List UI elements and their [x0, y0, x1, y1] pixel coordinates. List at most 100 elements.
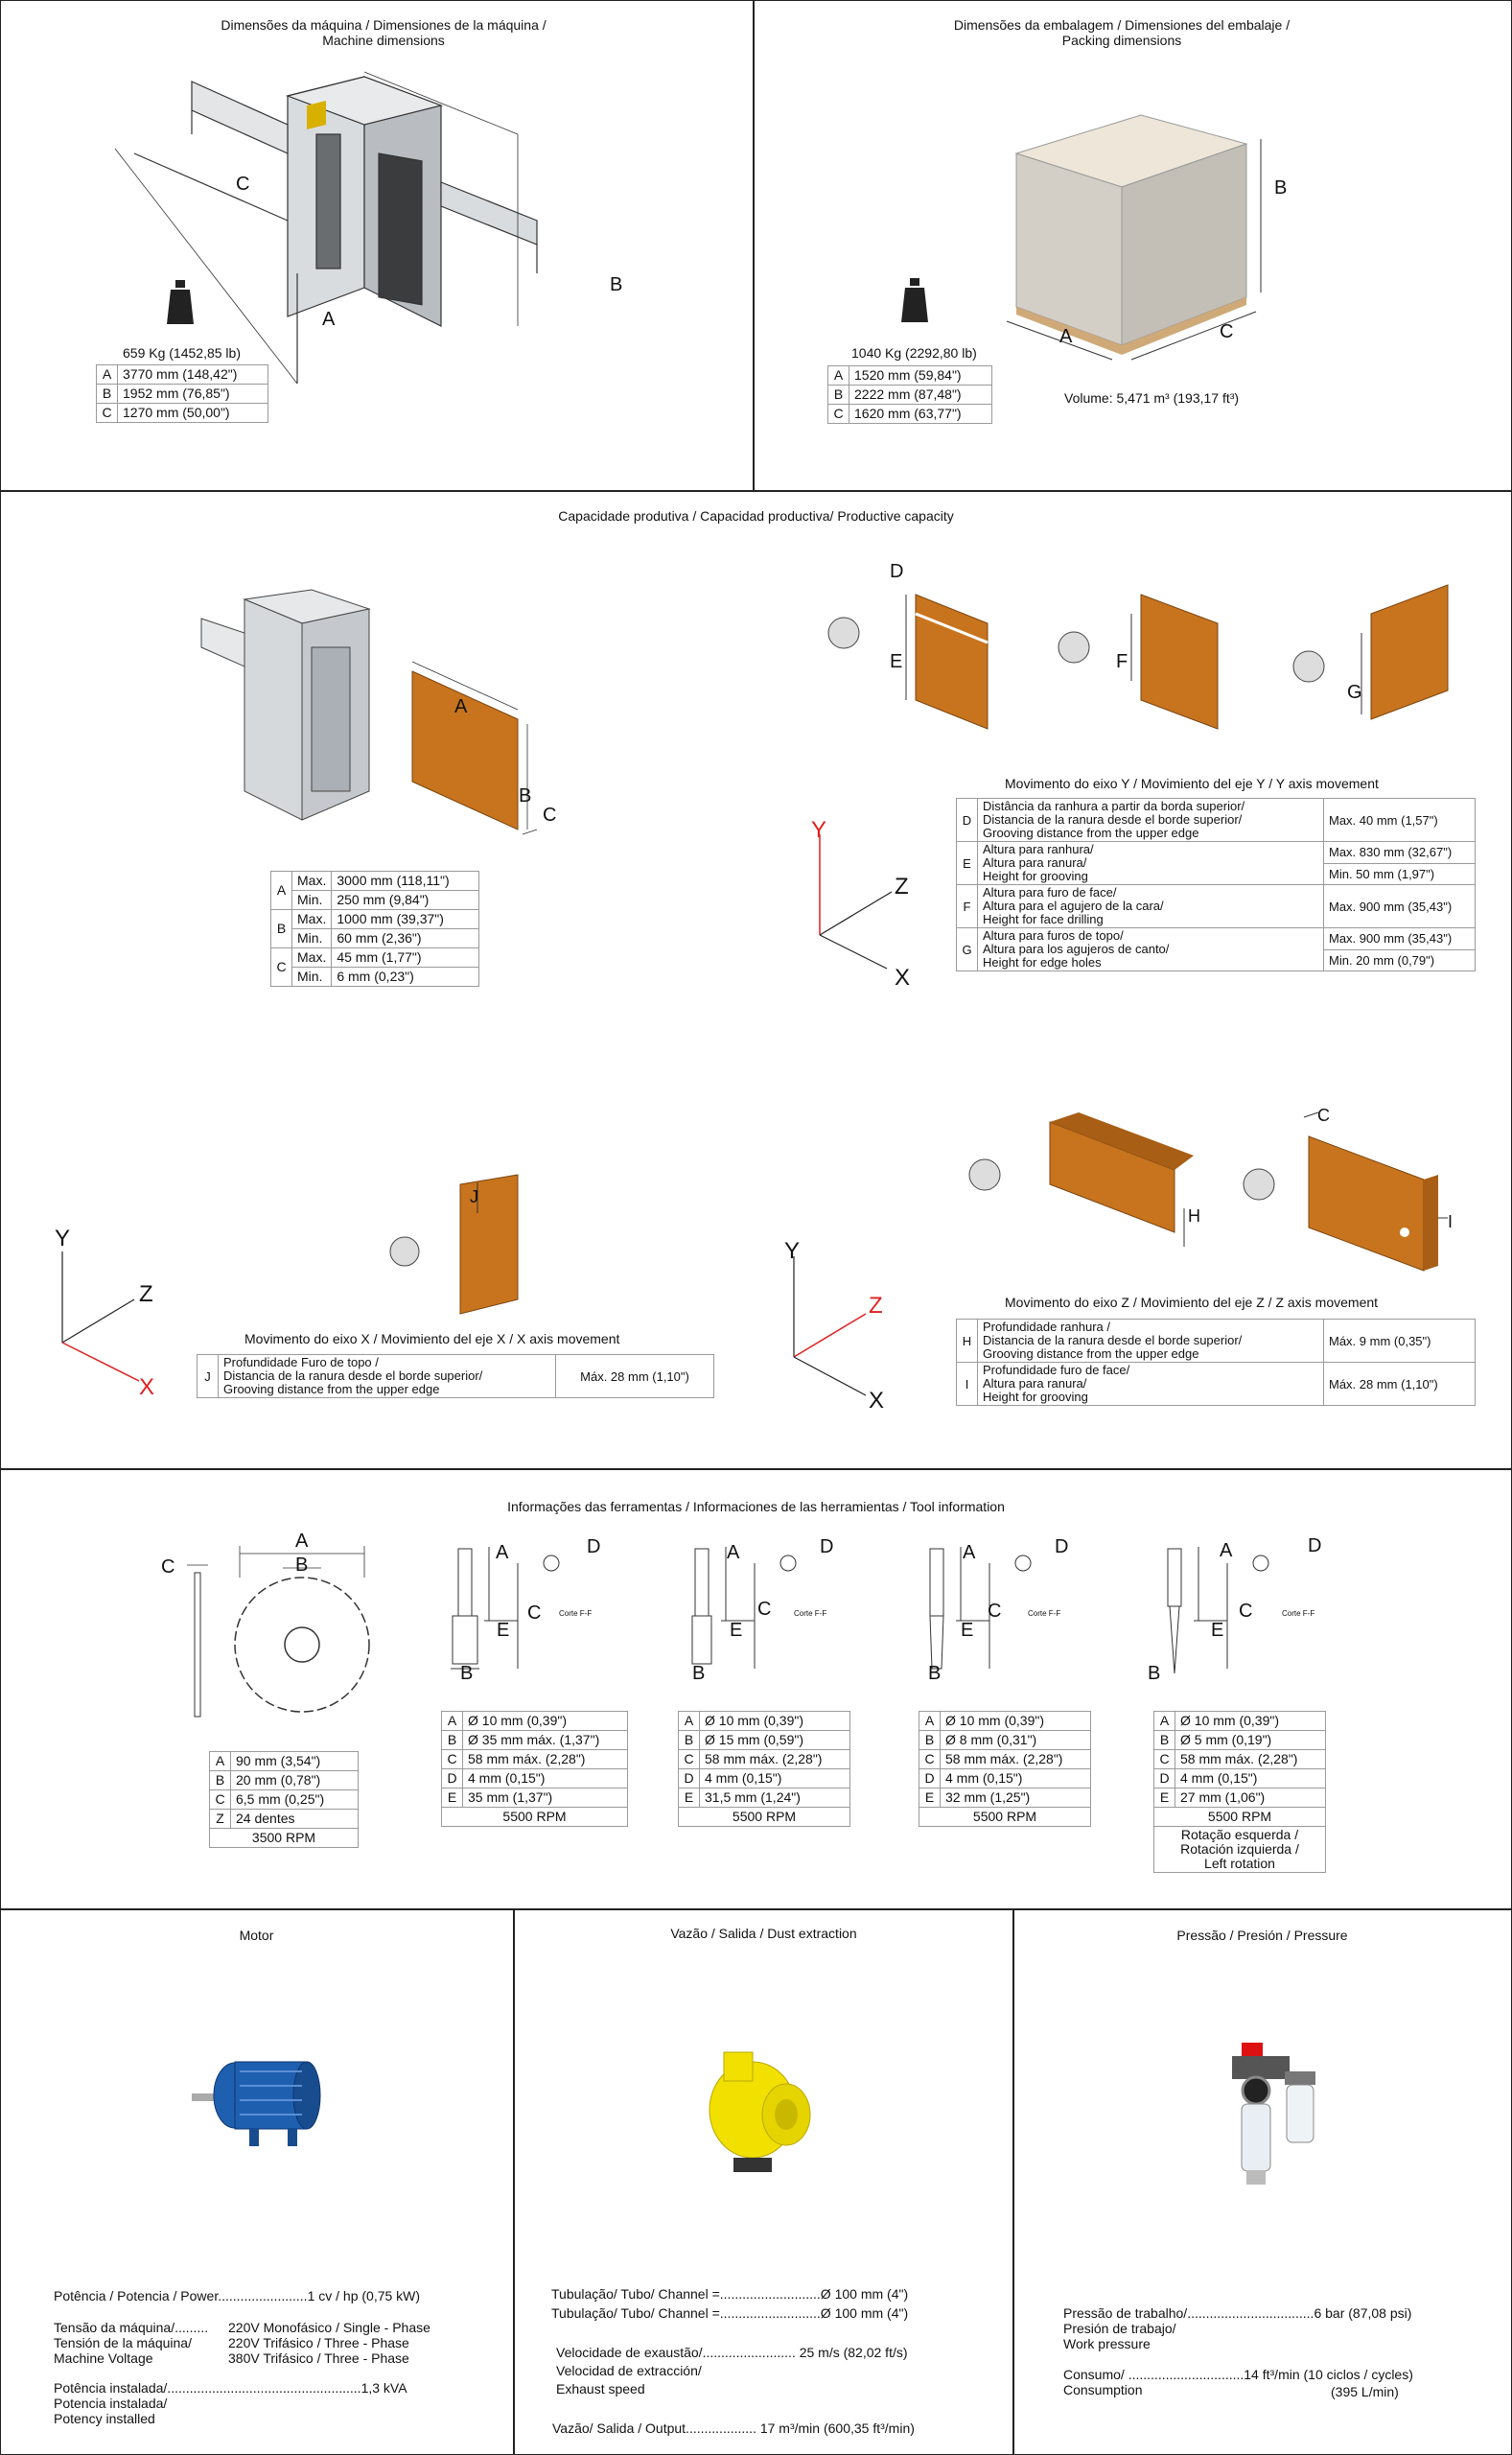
- bit2-cut-label: Corte F-F: [794, 1609, 827, 1618]
- drill-bit-4-drawing: [1167, 1547, 1269, 1674]
- z-axis-panels-drawing: [968, 1111, 1448, 1272]
- crate-label-c: C: [1220, 321, 1234, 342]
- capacity-label-b: B: [519, 785, 532, 807]
- bit2-label-b: B: [692, 1663, 706, 1684]
- dust-output: Vazão/ Salida / Output..................…: [552, 2420, 915, 2436]
- x-axis-label: X: [895, 965, 911, 991]
- weight-icon: [167, 280, 194, 324]
- air-regulator-image: [1232, 2043, 1315, 2185]
- bit2-label-a: A: [727, 1542, 740, 1563]
- y-axis-title: Movimento do eixo Y / Movimiento del eje…: [1005, 776, 1379, 791]
- drill-bit-3-drawing: [929, 1547, 1032, 1670]
- motor-title: Motor: [239, 1928, 274, 1943]
- motor-panel: [0, 1908, 515, 2455]
- bit3-label-e: E: [961, 1620, 974, 1641]
- packing-weight: 1040 Kg (2292,80 lb): [851, 345, 977, 361]
- dust-exhaust-speed: Velocidade de exaustão/.................…: [556, 2345, 908, 2397]
- capacity-label-c: C: [543, 805, 557, 826]
- y-label-f: F: [1116, 651, 1128, 672]
- packing-dimensions-title: Dimensões da embalagem / Dimensiones del…: [953, 17, 1291, 48]
- machine-dimensions-title: Dimensões da máquina / Dimensiones de la…: [221, 17, 547, 48]
- x-axis-triad: [61, 1251, 140, 1382]
- bit3-cut-label: Corte F-F: [1028, 1609, 1061, 1618]
- z-axis-label: Z: [139, 1281, 153, 1307]
- dim-label-b: B: [610, 274, 623, 295]
- bit2-label-d: D: [820, 1536, 834, 1557]
- bit3-label-b: B: [928, 1663, 942, 1684]
- machine-drawing: [114, 71, 538, 385]
- pressure-title: Pressão / Presión / Pressure: [1176, 1928, 1348, 1943]
- bit4-label-e: E: [1211, 1620, 1224, 1641]
- bit3-label-c: C: [988, 1601, 1002, 1622]
- y-axis-label: Y: [55, 1226, 71, 1251]
- saw-label-a: A: [295, 1531, 309, 1552]
- y-axis-label: Y: [811, 817, 827, 843]
- tools-title: Informações das ferramentas / Informacio…: [507, 1499, 1005, 1514]
- z-axis-triad: [793, 1256, 867, 1396]
- dust-title: Vazão / Salida / Dust extraction: [670, 1926, 857, 1941]
- z-axis-label: Z: [895, 874, 909, 900]
- capacity-title: Capacidade produtiva / Capacidad product…: [558, 508, 954, 524]
- dim-label-a: A: [322, 309, 336, 330]
- bit4-label-d: D: [1308, 1535, 1322, 1556]
- machine-dimensions-panel: [0, 0, 755, 492]
- machine-weight: 659 Kg (1452,85 lb): [123, 345, 241, 361]
- bit1-label-b: B: [460, 1663, 474, 1684]
- pressure-work: Pressão de trabalho/....................…: [1063, 2305, 1412, 2351]
- bit1-label-a: A: [496, 1542, 509, 1563]
- bit4-label-a: A: [1220, 1540, 1233, 1561]
- saw-label-c: C: [161, 1556, 175, 1578]
- x-axis-label: X: [139, 1374, 155, 1400]
- y-label-e: E: [890, 651, 903, 672]
- z-label-h: H: [1188, 1206, 1200, 1226]
- saw-blade-drawing: [187, 1546, 370, 1718]
- motor-installed-power: Potência instalada/.....................…: [54, 2380, 407, 2426]
- y-axis-triad: [819, 834, 893, 970]
- bit1-label-c: C: [527, 1602, 542, 1624]
- motor-voltage-labels: Tensão da máquina/.........Tensión de la…: [54, 2320, 209, 2366]
- y-label-d: D: [890, 561, 904, 582]
- x-axis-title: Movimento do eixo X / Movimiento del eje…: [244, 1331, 620, 1346]
- drill-bit-2-drawing: [691, 1547, 797, 1669]
- x-label-j: J: [470, 1187, 478, 1206]
- bit1-label-d: D: [587, 1536, 601, 1557]
- motor-power: Potência / Potencia / Power.............…: [54, 2288, 421, 2303]
- bit1-label-e: E: [497, 1620, 510, 1641]
- bit2-label-e: E: [730, 1620, 743, 1641]
- dim-label-c: C: [236, 174, 250, 195]
- z-label-i: I: [1448, 1212, 1454, 1231]
- drill-bit-1-drawing: [451, 1547, 560, 1670]
- x-axis-panel-drawing: [389, 1174, 519, 1315]
- crate-label-a: A: [1059, 326, 1073, 347]
- bit4-label-b: B: [1148, 1663, 1161, 1684]
- dust-channel-2: Tubulação/ Tubo/ Channel =..............…: [551, 2305, 909, 2321]
- pressure-consumption: Consumo/ ...............................…: [1063, 2367, 1413, 2397]
- bit3-label-a: A: [963, 1542, 976, 1563]
- bit2-label-c: C: [757, 1599, 772, 1620]
- z-label-c: C: [1317, 1106, 1330, 1125]
- dust-pump-image: [709, 2051, 811, 2172]
- bit4-cut-label: Corte F-F: [1282, 1609, 1315, 1618]
- pressure-consumption-liters: (395 L/min): [1331, 2384, 1399, 2399]
- packing-volume: Volume: 5,471 m³ (193,17 ft³): [1064, 390, 1240, 406]
- y-label-g: G: [1347, 682, 1362, 703]
- saw-label-b: B: [295, 1555, 309, 1576]
- dust-channel-1: Tubulação/ Tubo/ Channel =..............…: [551, 2286, 909, 2302]
- z-axis-title: Movimento do eixo Z / Movimiento del eje…: [1005, 1295, 1379, 1310]
- bit3-label-d: D: [1055, 1536, 1069, 1557]
- capacity-label-a: A: [454, 696, 468, 717]
- motor-image: [192, 2061, 321, 2146]
- bit4-label-c: C: [1239, 1601, 1253, 1622]
- x-axis-label: X: [869, 1388, 885, 1414]
